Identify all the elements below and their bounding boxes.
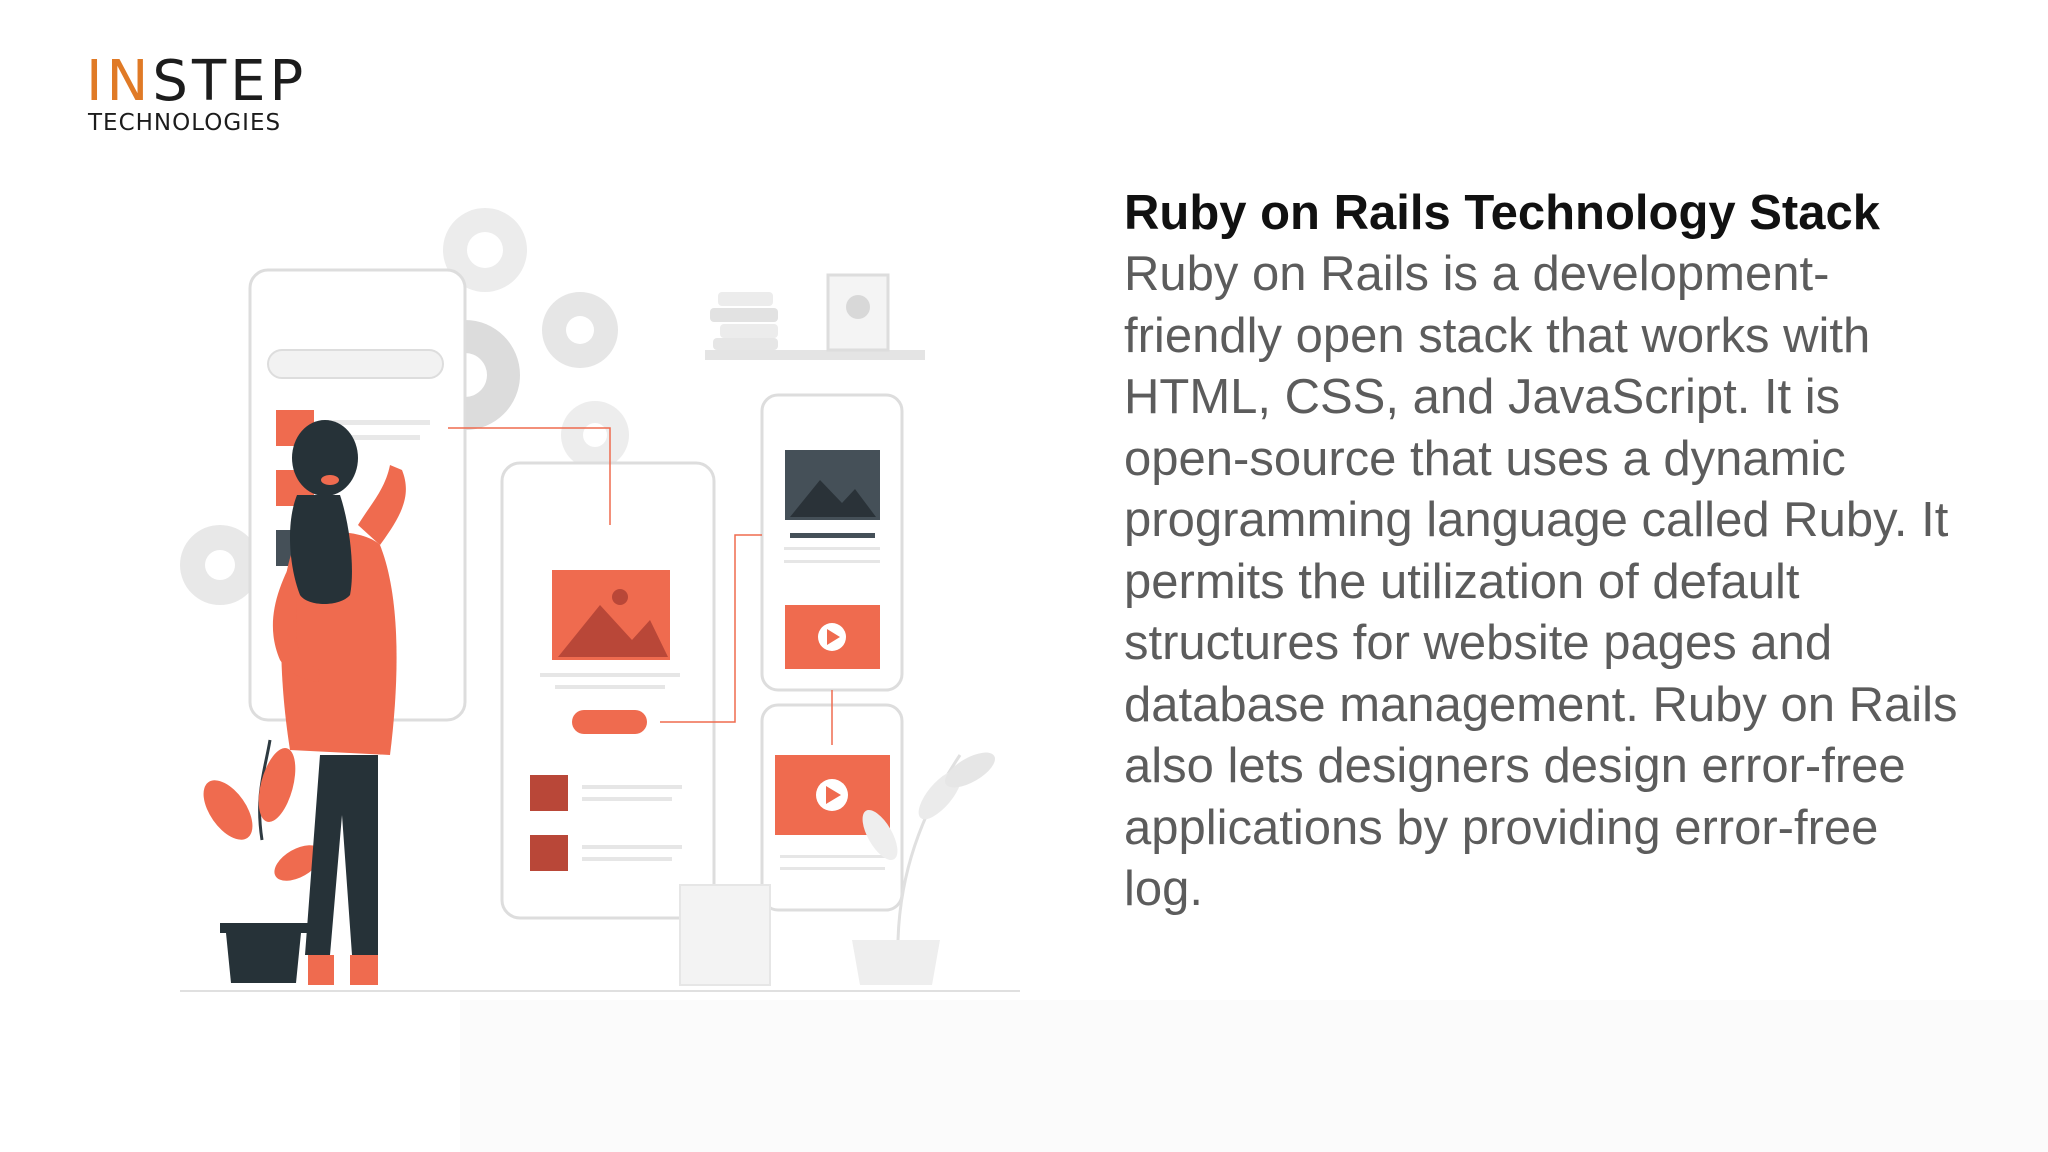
background-band [460, 1000, 2048, 1152]
shelf-icon [705, 273, 925, 360]
potted-plant-icon [203, 739, 322, 983]
gear-icon [443, 208, 527, 292]
gear-icon [180, 525, 260, 605]
body-paragraph: Ruby on Rails is a development-friendly … [1124, 247, 1958, 916]
app-design-illustration [180, 208, 1020, 992]
gear-icon [561, 401, 629, 469]
basket-icon [679, 884, 771, 986]
instep-logo: INSTEP TECHNOLOGIES [86, 52, 303, 142]
logo-main-text: STEP [152, 49, 308, 114]
potted-plant-icon [852, 752, 995, 985]
phone-screen-right-top [760, 393, 904, 692]
logo-accent-text: IN [86, 49, 153, 114]
floor-line [180, 990, 1020, 992]
phone-screen-center [500, 461, 716, 920]
logo-wordmark: INSTEP [86, 52, 307, 112]
woman-figure [272, 420, 406, 985]
page-title: Ruby on Rails Technology Stack [1124, 186, 1881, 240]
phone-screen-right-bottom [760, 703, 904, 912]
text-block: Ruby on Rails Technology Stack Ruby on R… [1124, 182, 1964, 921]
gear-icon [542, 292, 618, 368]
connector-lines [448, 427, 833, 745]
logo-subtitle: TECHNOLOGIES [88, 110, 282, 136]
